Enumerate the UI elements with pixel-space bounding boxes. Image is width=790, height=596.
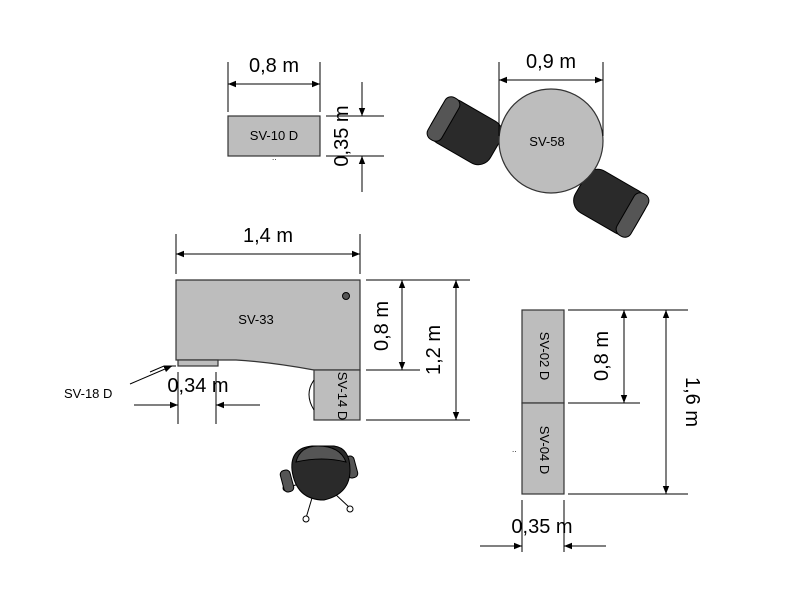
sv14-label: SV-14 D <box>335 372 350 420</box>
sv18-pointer: SV-18 D <box>64 365 173 401</box>
sv10-depth-dimension: 0,35 m <box>326 82 384 192</box>
sv18-label: SV-18 D <box>64 386 112 401</box>
sv02-label: SV-02 D <box>537 332 552 380</box>
sv10-width-label: 0,8 m <box>249 55 299 77</box>
sv58-label: SV-58 <box>529 134 564 149</box>
sv04-label: SV-04 D <box>537 426 552 474</box>
sv10-width-dimension: 0,8 m <box>227 55 321 112</box>
sv33-width-dimension: 1,4 m <box>175 225 361 274</box>
office-chair <box>279 445 359 523</box>
sv58-diameter-label: 0,9 m <box>526 51 576 73</box>
right-unit-half-dimension: 0,8 m <box>568 309 688 404</box>
sv33-depth-long-dimension: 1,2 m <box>366 280 470 421</box>
sv33-depth-short-dimension: 0,8 m <box>366 279 470 371</box>
sv58-diameter-dimension: 0,9 m <box>498 51 604 136</box>
right-unit-half-label: 0,8 m <box>591 331 613 381</box>
sv58-chair-right <box>573 168 650 238</box>
sv33-label: SV-33 <box>238 312 273 327</box>
right-unit-total-dimension: 1,6 m <box>568 310 703 495</box>
sv10-depth-label: 0,35 m <box>331 105 353 166</box>
sv33-depth-long-label: 1,2 m <box>423 325 445 375</box>
sv18-drawer <box>149 359 219 373</box>
sv58-chair-left <box>426 96 503 166</box>
right-unit-width-dimension: 0,35 m <box>480 500 606 552</box>
sv04-mark: .. <box>512 445 516 454</box>
right-unit-width-label: 0,35 m <box>511 516 572 538</box>
sv14-cabinet: SV-14 D <box>308 369 361 421</box>
sv10-table: SV-10 D .. <box>227 115 321 162</box>
sv10-mark: .. <box>272 153 276 162</box>
sv10-label: SV-10 D <box>250 128 298 143</box>
sv02-unit: SV-02 D <box>521 309 565 404</box>
sv33-width-label: 1,4 m <box>243 225 293 247</box>
sv33-depth-short-label: 0,8 m <box>371 301 393 351</box>
sv33-desk: SV-33 <box>175 279 361 371</box>
sv14-width-dimension: 0,34 m <box>134 372 260 424</box>
right-unit-total-label: 1,6 m <box>681 377 703 427</box>
sv14-width-label: 0,34 m <box>167 375 228 397</box>
sv58-round-table: SV-58 <box>498 88 604 194</box>
sv04-unit: SV-04 D .. <box>512 402 565 495</box>
